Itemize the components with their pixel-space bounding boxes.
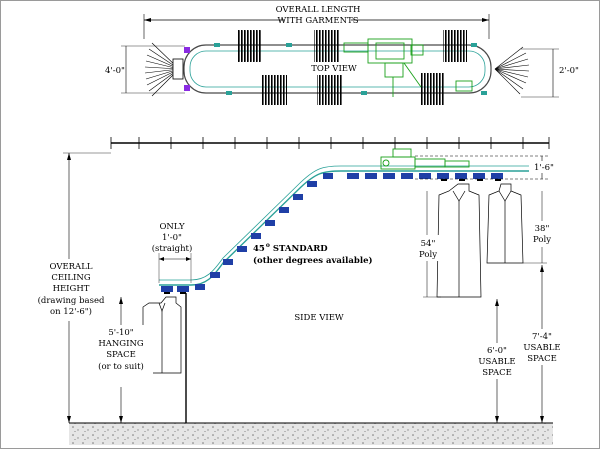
short-garment bbox=[486, 183, 524, 264]
hanging-space-label-2: HANGING bbox=[98, 339, 144, 349]
short-garment-type-label: Poly bbox=[533, 235, 551, 245]
only-length-label: 1'-0" bbox=[162, 233, 182, 243]
usable-space-a-label-1: USABLE bbox=[478, 357, 515, 367]
long-garment-type-label: Poly bbox=[419, 250, 437, 260]
side-view: OVERALL CEILING HEIGHT (drawing based on… bbox=[29, 137, 565, 445]
usable-space-b-height-label: 7'-4" bbox=[532, 332, 552, 342]
garment-comb bbox=[420, 73, 445, 105]
garment-comb bbox=[317, 75, 342, 105]
usable-space-b-label-1: USABLE bbox=[523, 343, 560, 353]
drive-unit-top bbox=[343, 38, 473, 97]
top-view: OVERALL LENGTH WITH GARMENTS bbox=[105, 4, 579, 105]
only-label: ONLY bbox=[159, 222, 185, 232]
side-view-title: SIDE VIEW bbox=[294, 313, 344, 323]
garment-comb bbox=[237, 30, 262, 62]
side-view-carriers bbox=[161, 173, 503, 292]
conveyor-rail bbox=[159, 170, 541, 286]
hanging-space-label-1: 5'-10" bbox=[108, 328, 133, 338]
left-turn-unit bbox=[172, 58, 184, 80]
garment-comb bbox=[314, 30, 339, 62]
width-right-label: 2'-0" bbox=[559, 66, 579, 76]
ceiling-height-label-4: (drawing based bbox=[38, 295, 105, 306]
width-left-label: 4'-0" bbox=[105, 66, 125, 76]
long-garment bbox=[436, 183, 482, 298]
only-straight-label: (straight) bbox=[152, 243, 193, 254]
short-garment-length-label: 38" bbox=[535, 224, 550, 234]
ceiling-height-label-1: OVERALL bbox=[50, 262, 93, 272]
drive-height-label: 1'-6" bbox=[534, 163, 554, 173]
top-view-carriers bbox=[214, 43, 487, 95]
ceiling-height-label-5: on 12'-6") bbox=[50, 306, 92, 317]
carrier-hooks bbox=[164, 179, 501, 294]
overall-length-sub-label: WITH GARMENTS bbox=[277, 16, 358, 26]
overall-length-label: OVERALL LENGTH bbox=[276, 5, 361, 15]
floor bbox=[69, 423, 553, 445]
usable-space-a-label-2: SPACE bbox=[482, 368, 512, 378]
ceiling-height-label-3: HEIGHT bbox=[53, 284, 90, 294]
garment-comb bbox=[262, 75, 287, 105]
hanging-space-label-4: (or to suit) bbox=[98, 361, 144, 372]
ceiling-joists bbox=[110, 137, 550, 149]
garment-comb bbox=[443, 30, 467, 62]
long-garment-length-label: 54" bbox=[421, 239, 436, 249]
usable-space-a-height-label: 6'-0" bbox=[487, 346, 507, 356]
angle-note-label: (other degrees available) bbox=[253, 255, 373, 266]
drive-unit-side bbox=[380, 148, 470, 170]
ceiling-height-label-2: CEILING bbox=[51, 273, 91, 283]
right-garment-fan bbox=[494, 46, 530, 95]
usable-space-b-label-2: SPACE bbox=[527, 354, 557, 364]
hanging-space-label-3: SPACE bbox=[106, 350, 136, 360]
top-view-title: TOP VIEW bbox=[311, 64, 357, 74]
